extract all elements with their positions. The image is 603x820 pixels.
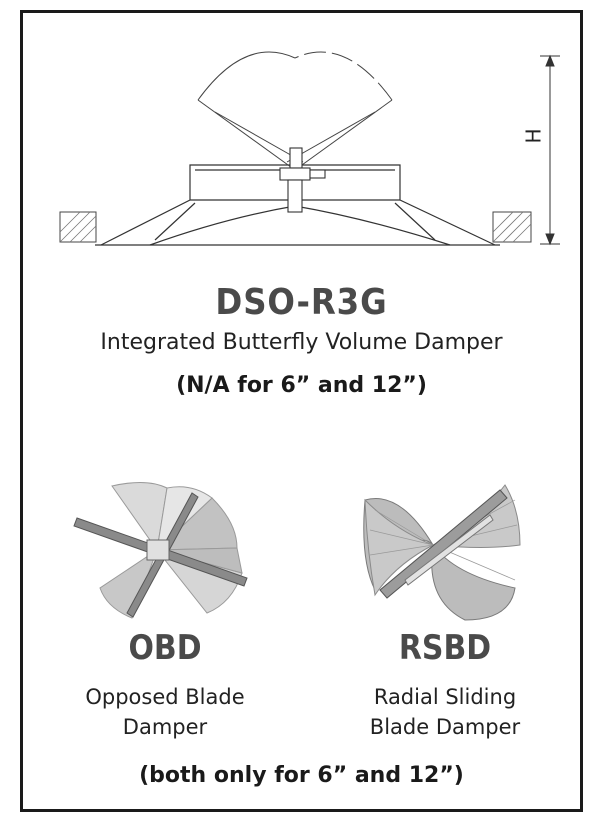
damper-section-drawing	[59, 51, 560, 246]
product-model: DSO-R3G	[215, 282, 388, 323]
rsbd-code: RSBD	[398, 628, 492, 668]
left-mounting-block	[59, 211, 97, 243]
height-dimension	[540, 54, 560, 246]
obd-line1: Opposed Blade	[85, 685, 245, 709]
availability-note: (N/A for 6” and 12”)	[176, 373, 427, 398]
obd-line2: Damper	[122, 715, 208, 739]
footer-note: (both only for 6” and 12”)	[139, 763, 464, 788]
product-description: Integrated Butterfly Volume Damper	[100, 330, 503, 355]
radial-sliding-blade-damper-image	[363, 484, 521, 621]
obd-code: OBD	[128, 628, 202, 668]
rsbd-line2: Blade Damper	[369, 715, 521, 739]
right-mounting-block	[492, 211, 532, 243]
rsbd-line1: Radial Sliding	[373, 685, 517, 709]
document-frame	[20, 10, 583, 812]
dimension-label-h: H	[521, 128, 546, 144]
opposed-blade-damper-image	[73, 482, 248, 619]
center-bolt	[279, 147, 326, 213]
